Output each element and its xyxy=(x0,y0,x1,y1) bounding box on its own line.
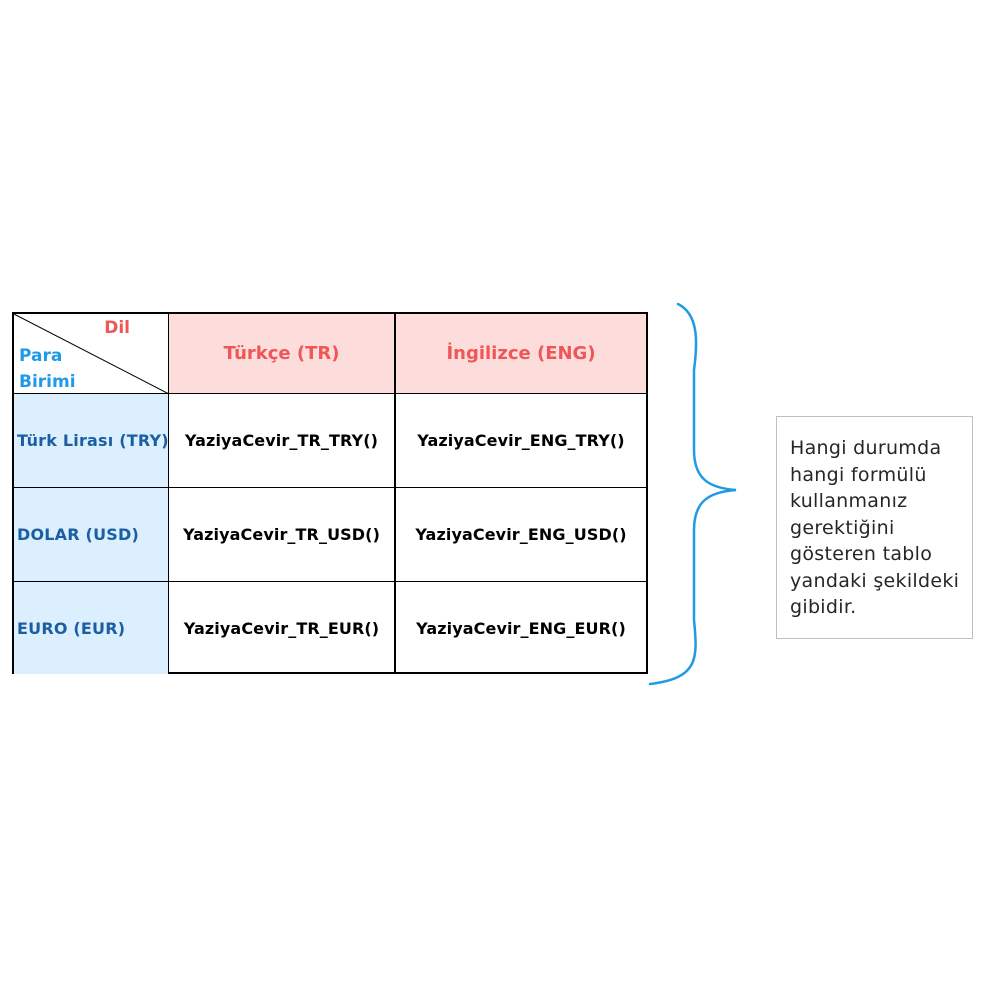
formula-eng-eur: YaziyaCevir_ENG_EUR() xyxy=(416,618,626,638)
corner-language-label: Dil xyxy=(104,318,130,338)
formula-eng-try: YaziyaCevir_ENG_TRY() xyxy=(396,394,646,488)
column-header-turkish: Türkçe (TR) xyxy=(169,314,396,394)
explanation-note: Hangi durumda hangi formülü kullanmanız … xyxy=(776,416,973,639)
row-header-try: Türk Lirası (TRY) xyxy=(14,394,169,488)
formula-tr-usd: YaziyaCevir_TR_USD() xyxy=(169,488,396,582)
formula-eng-usd: YaziyaCevir_ENG_USD() xyxy=(396,488,646,582)
right-curly-brace xyxy=(648,302,737,686)
corner-currency-label: Para Birimi xyxy=(19,346,76,392)
table-corner-cell: Dil Para Birimi xyxy=(14,314,169,394)
corner-diagonal-line xyxy=(14,314,168,393)
row-header-usd: DOLAR (USD) xyxy=(14,488,169,582)
formula-table: Dil Para Birimi Türkçe (TR) İngilizce (E… xyxy=(12,312,648,674)
row-header-eur: EURO (EUR) xyxy=(14,582,169,674)
formula-tr-eur: YaziyaCevir_TR_EUR() xyxy=(169,582,396,674)
column-header-english: İngilizce (ENG) xyxy=(396,314,646,394)
formula-tr-try: YaziyaCevir_TR_TRY() xyxy=(169,394,396,488)
